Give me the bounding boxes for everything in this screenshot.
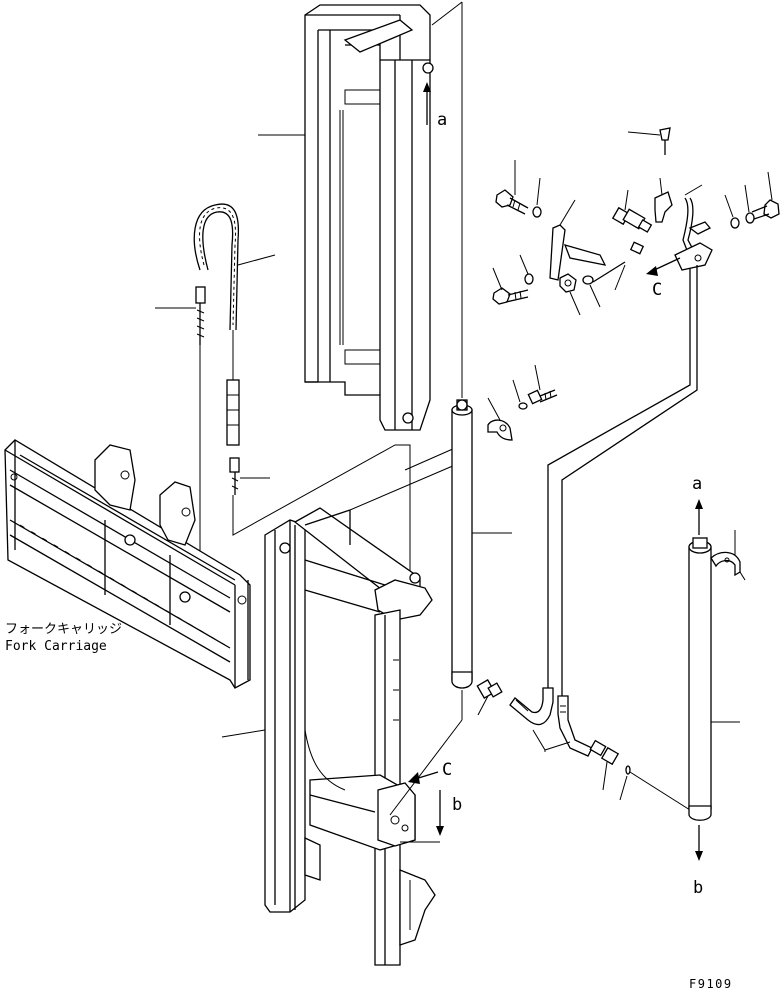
leader-clamp (487, 397, 501, 421)
washer-right-a (730, 217, 740, 229)
leader-washer-ra (724, 194, 734, 218)
leader-washer-ll (519, 254, 529, 275)
leader-bracket (559, 199, 576, 226)
leader-hose-fitting (624, 189, 629, 211)
oring-right (625, 765, 631, 775)
arrow-up-a-right-icon (695, 499, 703, 535)
leader-chain (237, 254, 276, 266)
inner-mast (304, 4, 434, 431)
lift-cylinder-right (688, 537, 712, 821)
washer-upper-left (532, 206, 542, 218)
bolt-shaft-mid (592, 261, 626, 283)
arrow-c-top-icon (646, 257, 681, 276)
guide-line-a (404, 447, 456, 471)
arrow-down-b-mid-icon (436, 790, 444, 836)
nut-lower (559, 273, 577, 293)
leader-clamp-washer (512, 379, 521, 403)
leader-clamp-right-b (739, 571, 746, 581)
leader-grease-fitting (627, 131, 661, 136)
hose-tube-assembly (674, 197, 713, 271)
fork-carriage (4, 439, 251, 689)
leader-top-line (431, 1, 463, 26)
outer-mast (264, 507, 436, 966)
adapter-fitting-left (476, 679, 503, 699)
leader-bolt-right (767, 171, 773, 201)
elbow-fitting (654, 191, 673, 223)
bolt-lower-left (492, 287, 529, 305)
bracket-plate (549, 224, 607, 281)
grease-fitting (659, 127, 671, 155)
callout-a-right: a (692, 474, 702, 494)
clamp-bolt (518, 389, 558, 410)
callout-b-right: b (693, 878, 703, 898)
leader-adapter-right (602, 761, 608, 791)
callout-c-top: C (652, 280, 662, 300)
chain-anchor-bolt-lower (229, 457, 240, 495)
leader-dash (389, 719, 463, 816)
leader-washer-mid (589, 284, 601, 308)
arrow-up-a-top-icon (423, 82, 431, 125)
callout-b-mid: b (452, 795, 462, 815)
leader-adapter-left (477, 695, 489, 716)
leader-hose-tube (684, 184, 703, 196)
guide-line-b (349, 464, 456, 511)
leader-oring (614, 264, 626, 291)
guide-line-right (629, 771, 691, 811)
leader-elbow (659, 177, 663, 196)
hydraulic-hoses (547, 265, 698, 698)
leader-clamp-bolt (534, 364, 541, 391)
chain-anchor-bolt-upper (195, 286, 206, 555)
leader-nut-lower (569, 291, 581, 316)
adapter-fitting-right (589, 739, 620, 766)
bolt-upper-left (495, 189, 529, 215)
callout-a-top: a (437, 110, 447, 130)
hose-fitting-connector (611, 206, 653, 233)
fork-carriage-label-jp: フォークキャリッジ (5, 622, 122, 637)
lift-chain (193, 203, 240, 446)
fork-carriage-label-en: Fork Carriage (5, 639, 107, 654)
oring-small (629, 241, 645, 255)
hose-end-fittings (509, 687, 593, 757)
leader-washer-ul (536, 177, 541, 206)
cylinder-clamp (487, 419, 513, 441)
chain-path-line (232, 444, 411, 575)
callout-c-mid: C (442, 760, 452, 780)
washer-lower-left (524, 273, 534, 285)
leader-bolt-ll (492, 267, 503, 291)
leader-washer-rb (744, 184, 750, 213)
washer-right-b (745, 212, 755, 224)
washer-mid (582, 275, 594, 285)
arrow-down-b-right-icon (695, 825, 703, 861)
leader-outer-mast (221, 729, 266, 738)
leader-oring-right (619, 775, 628, 801)
hose-clamp-right (710, 551, 741, 577)
lift-cylinder-left (451, 399, 473, 689)
figure-code: F9109 (689, 977, 733, 991)
bolt-right (751, 199, 780, 220)
arrow-c-mid-icon (408, 771, 439, 784)
